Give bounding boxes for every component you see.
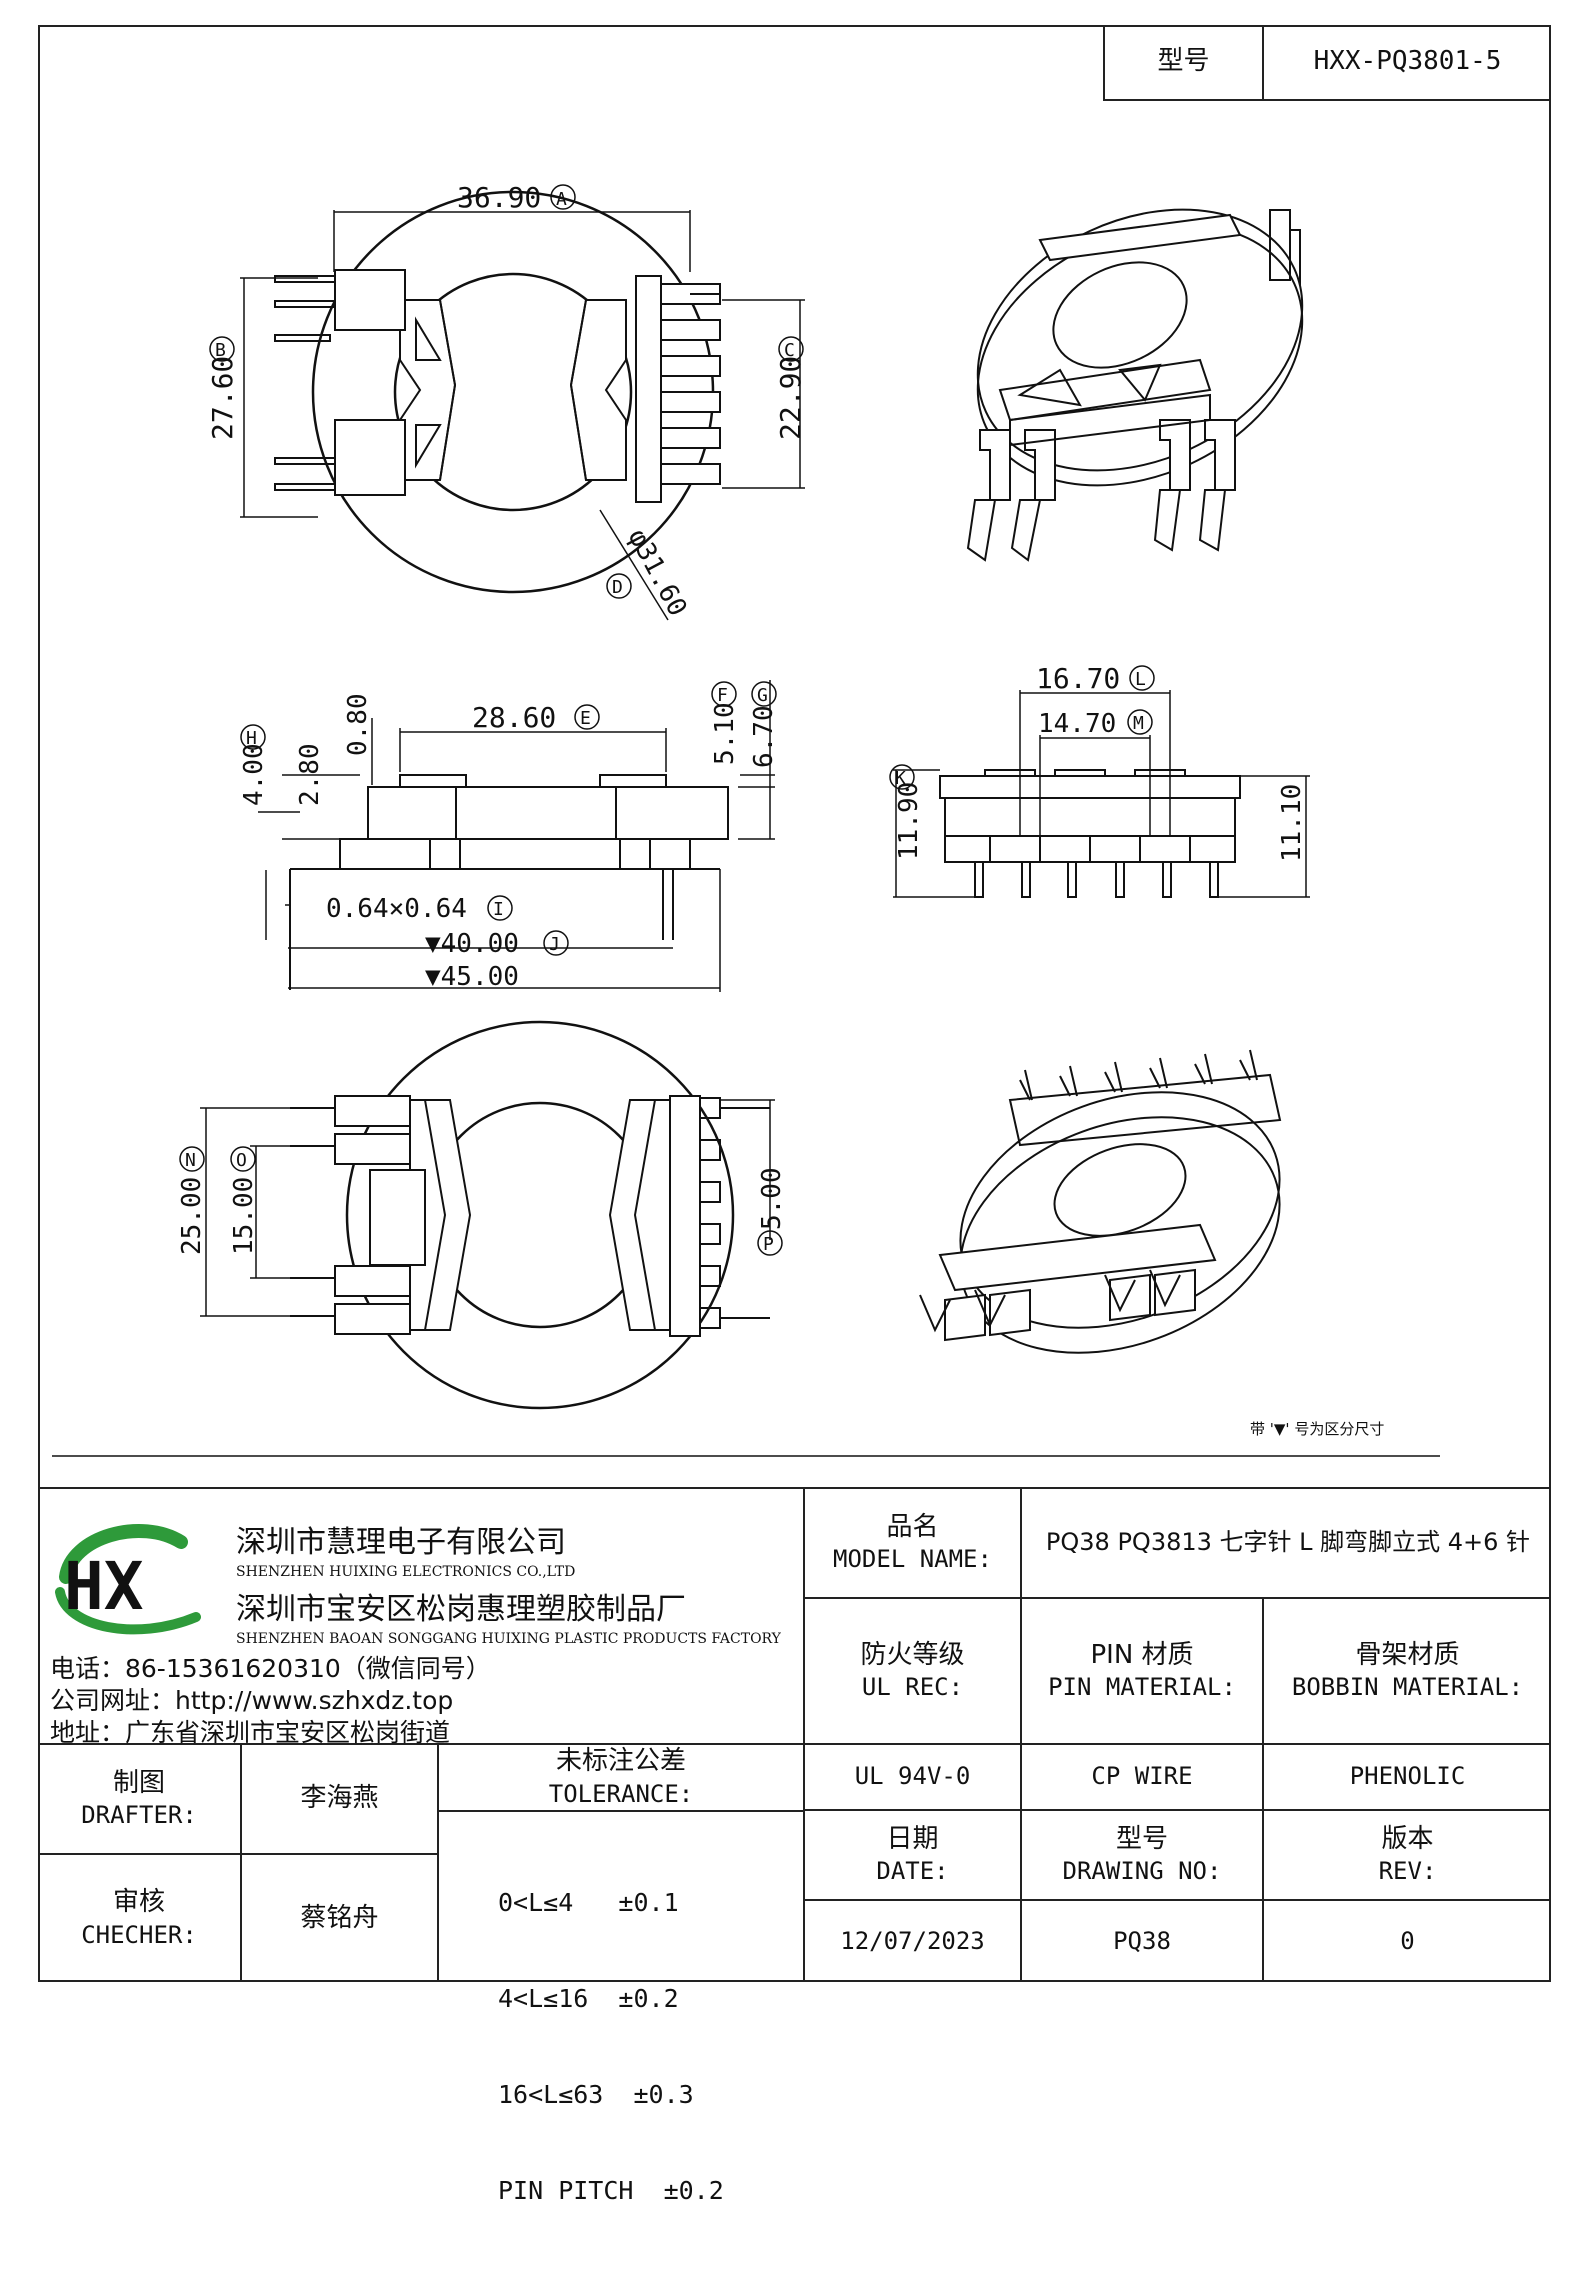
svg-text:M: M bbox=[1133, 713, 1144, 734]
model-name-value: PQ38 PQ3813 七字针 L 脚弯脚立式 4+6 针 bbox=[1045, 1528, 1531, 1557]
company-phone: 电话：86-15361620310（微信同号） bbox=[50, 1654, 491, 1683]
drawing-note: 带 '▼' 号为区分尺寸 bbox=[1250, 1420, 1385, 1438]
top-view bbox=[240, 190, 805, 621]
side-view bbox=[893, 690, 1310, 898]
model-header-box: 型号 HXX-PQ3801-5 bbox=[1103, 25, 1551, 101]
front-view bbox=[258, 680, 775, 992]
svg-text:N: N bbox=[185, 1150, 196, 1171]
tolerance-line: 4<L≤16 ±0.2 bbox=[498, 1984, 679, 2013]
dim-A: 36.90 bbox=[457, 181, 541, 214]
svg-text:I: I bbox=[493, 899, 504, 920]
svg-text:A: A bbox=[556, 189, 567, 210]
company-name-en: SHENZHEN HUIXING ELECTRONICS CO.,LTD bbox=[236, 1564, 576, 1580]
isometric-bottom-view bbox=[919, 1049, 1282, 1354]
company-logo: HX bbox=[55, 1523, 201, 1635]
svg-text:E: E bbox=[580, 708, 591, 729]
dim-I: 0.64×0.64 bbox=[326, 894, 467, 924]
svg-text:K: K bbox=[895, 768, 906, 789]
model-name-label: 品名 MODEL NAME: bbox=[833, 1511, 992, 1574]
tolerance-label: 未标注公差 TOLERANCE: bbox=[548, 1746, 694, 1808]
bottom-view bbox=[200, 1020, 775, 1410]
svg-text:D: D bbox=[612, 577, 623, 598]
tolerance-line: 0<L≤4 ±0.1 bbox=[498, 1888, 679, 1917]
checker-label: 审核 CHECHER: bbox=[81, 1887, 197, 1949]
dim-H: 4.00 bbox=[239, 743, 269, 806]
svg-text:G: G bbox=[757, 685, 768, 706]
isometric-top-view bbox=[966, 208, 1304, 562]
drafter-label: 制图 DRAFTER: bbox=[81, 1767, 197, 1830]
dim-N: 25.00 bbox=[177, 1177, 207, 1255]
drawing-no-label: 型号 DRAWING NO: bbox=[1062, 1823, 1222, 1886]
rev-value: 0 bbox=[1400, 1926, 1415, 1955]
pin-material-value: CP WIRE bbox=[1091, 1762, 1193, 1791]
company-address: 地址：广东省深圳市宝安区松岗街道 bbox=[50, 1718, 451, 1747]
dim-G: 6.70 bbox=[749, 705, 779, 768]
checker-name: 蔡铭舟 bbox=[300, 1902, 379, 1933]
factory-name-en: SHENZHEN BAOAN SONGGANG HUIXING PLASTIC … bbox=[236, 1631, 781, 1647]
drawing-frame bbox=[38, 25, 1551, 1982]
model-label: 型号 bbox=[1157, 46, 1210, 77]
technical-drawings: 36.90 A 27.60 B 22.90 C φ31.60 D bbox=[52, 181, 1440, 1457]
ul-rec-label: 防火等级 UL REC: bbox=[860, 1639, 965, 1702]
svg-text:L: L bbox=[1135, 669, 1146, 690]
drawing-no-value: PQ38 bbox=[1113, 1926, 1171, 1955]
svg-text:H: H bbox=[246, 728, 257, 749]
dim-1110: 11.10 bbox=[1277, 784, 1307, 862]
date-value: 12/07/2023 bbox=[840, 1926, 985, 1955]
drafter-name: 李海燕 bbox=[300, 1783, 379, 1814]
dim-280: 2.80 bbox=[295, 743, 325, 806]
bobbin-material-value: PHENOLIC bbox=[1349, 1762, 1466, 1791]
dim-C: 22.90 bbox=[774, 356, 807, 440]
title-block: HX 深圳市慧理电子有限公司 SHENZHEN HUIXING ELECTRON… bbox=[38, 1487, 1551, 2205]
pin-material-label: PIN 材质 PIN MATERIAL: bbox=[1048, 1639, 1236, 1702]
factory-name-cn: 深圳市宝安区松岗惠理塑胶制品厂 bbox=[236, 1592, 686, 1627]
svg-text:J: J bbox=[549, 934, 560, 955]
dim-F: 5.10 bbox=[710, 702, 740, 765]
dim-J: ▼40.00 bbox=[425, 929, 519, 959]
dim-L: 16.70 bbox=[1036, 662, 1120, 695]
svg-text:HX: HX bbox=[64, 1548, 143, 1625]
date-label: 日期 DATE: bbox=[876, 1823, 949, 1886]
svg-text:O: O bbox=[236, 1150, 247, 1171]
svg-text:C: C bbox=[784, 340, 795, 361]
rev-label: 版本 REV: bbox=[1378, 1823, 1437, 1886]
tolerance-line: PIN PITCH ±0.2 bbox=[498, 2176, 724, 2205]
dim-D: φ31.60 bbox=[622, 524, 693, 621]
dim-P: 5.00 bbox=[757, 1167, 787, 1230]
company-name-cn: 深圳市慧理电子有限公司 bbox=[236, 1525, 566, 1560]
svg-text:B: B bbox=[215, 340, 226, 361]
dim-E: 28.60 bbox=[472, 701, 556, 734]
model-value: HXX-PQ3801-5 bbox=[1313, 46, 1502, 77]
bobbin-material-label: 骨架材质 BOBBIN MATERIAL: bbox=[1291, 1639, 1524, 1702]
tolerance-line: 16<L≤63 ±0.3 bbox=[498, 2080, 694, 2109]
dim-4500: ▼45.00 bbox=[425, 962, 519, 992]
dim-B: 27.60 bbox=[206, 356, 239, 440]
tolerance-values: 0<L≤4 ±0.1 4<L≤16 ±0.2 16<L≤63 ±0.3 PIN … bbox=[498, 1823, 724, 2271]
svg-text:F: F bbox=[717, 685, 728, 706]
dim-080: 0.80 bbox=[343, 693, 373, 756]
ul-rec-value: UL 94V-0 bbox=[854, 1762, 971, 1791]
dim-M: 14.70 bbox=[1038, 709, 1116, 739]
dim-O: 15.00 bbox=[229, 1177, 259, 1255]
company-website: 公司网址：http://www.szhxdz.top bbox=[50, 1686, 454, 1715]
dim-K: 11.90 bbox=[894, 782, 924, 860]
svg-text:P: P bbox=[763, 1234, 774, 1255]
